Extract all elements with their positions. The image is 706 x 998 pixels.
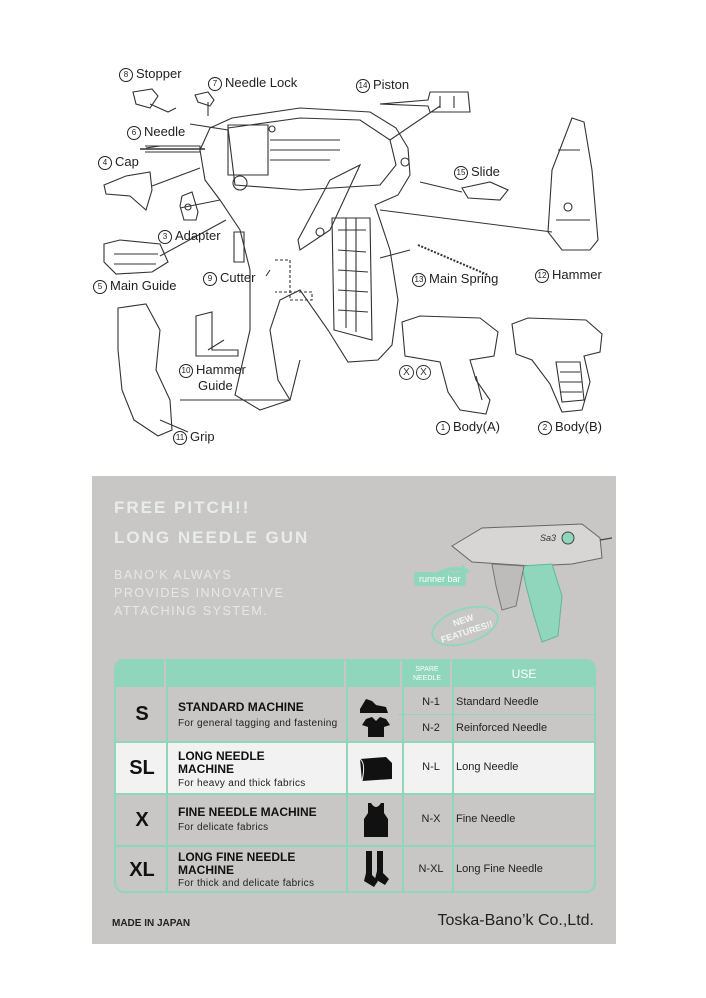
company-name: Toska-Bano’k Co.,Ltd. (437, 912, 594, 929)
machine-desc: For delicate fabrics (178, 822, 269, 833)
parts-drawing (103, 88, 603, 437)
x-mark-2: X (416, 365, 431, 380)
machine-desc: For heavy and thick fabrics (178, 778, 306, 789)
subline-1: BANO'K ALWAYS (114, 568, 233, 582)
spare-needle: N-L (422, 761, 440, 773)
folded-fabric-icon (359, 757, 392, 782)
machine-name-line-2: MACHINE (178, 863, 234, 877)
machine-code: S (135, 703, 149, 725)
machine-name: STANDARD MACHINE (178, 700, 304, 714)
machine-desc: For thick and delicate fabrics (178, 878, 315, 889)
needle-use: Fine Needle (456, 813, 516, 825)
table-row-xl: XL LONG FINE NEEDLE MACHINE For thick an… (116, 847, 594, 891)
header-cell-blank-2 (168, 661, 344, 687)
machine-name: LONG NEEDLE (178, 749, 265, 763)
machine-desc: For general tagging and fastening (178, 718, 338, 729)
socks-icon (364, 851, 389, 887)
header-cell-blank-3 (348, 661, 400, 687)
shoe-shirt-icon (360, 699, 390, 737)
table-row-s: S STANDARD MACHINE For general tagging a… (116, 687, 594, 741)
gun-body-drawing (199, 107, 411, 411)
made-in-label: MADE IN JAPAN (112, 918, 191, 929)
spare-needle: N-XL (418, 863, 444, 875)
machine-code: SL (129, 757, 155, 779)
headline-line-2: LONG NEEDLE GUN (114, 528, 310, 547)
needle-use: Long Needle (456, 761, 519, 773)
headline-line-1: FREE PITCH!! (114, 498, 251, 517)
gun-logo: Sa3 (540, 533, 557, 543)
spare-needle: N-1 (422, 696, 440, 708)
table-row-sl: SL LONG NEEDLE MACHINE For heavy and thi… (116, 743, 594, 793)
machine-name: FINE NEEDLE MACHINE (178, 805, 317, 819)
tank-top-icon (364, 803, 388, 837)
table-row-x: X FINE NEEDLE MACHINE For delicate fabri… (116, 795, 594, 845)
needle-use: Long Fine Needle (456, 863, 543, 875)
header-cell-blank-1 (116, 661, 164, 687)
subline-2: PROVIDES INNOVATIVE (114, 586, 285, 600)
tagging-gun-illustration (430, 523, 612, 643)
header-use: USE (454, 661, 594, 687)
spare-needle: N-X (421, 813, 441, 825)
product-card: FREE PITCH!! LONG NEEDLE GUN BANO'K ALWA… (92, 476, 616, 944)
spare-needle: N-2 (422, 722, 440, 734)
subline-3: ATTACHING SYSTEM. (114, 604, 269, 618)
needle-use: Reinforced Needle (456, 722, 548, 734)
machine-code: X (135, 809, 149, 831)
runner-bar-tag: runner bar (414, 572, 466, 586)
x-mark-1: X (399, 365, 414, 380)
machine-name: LONG FINE NEEDLE (178, 850, 296, 864)
machine-code: XL (129, 859, 155, 881)
needle-use: Standard Needle (456, 696, 539, 708)
machine-name-line-2: MACHINE (178, 762, 234, 776)
